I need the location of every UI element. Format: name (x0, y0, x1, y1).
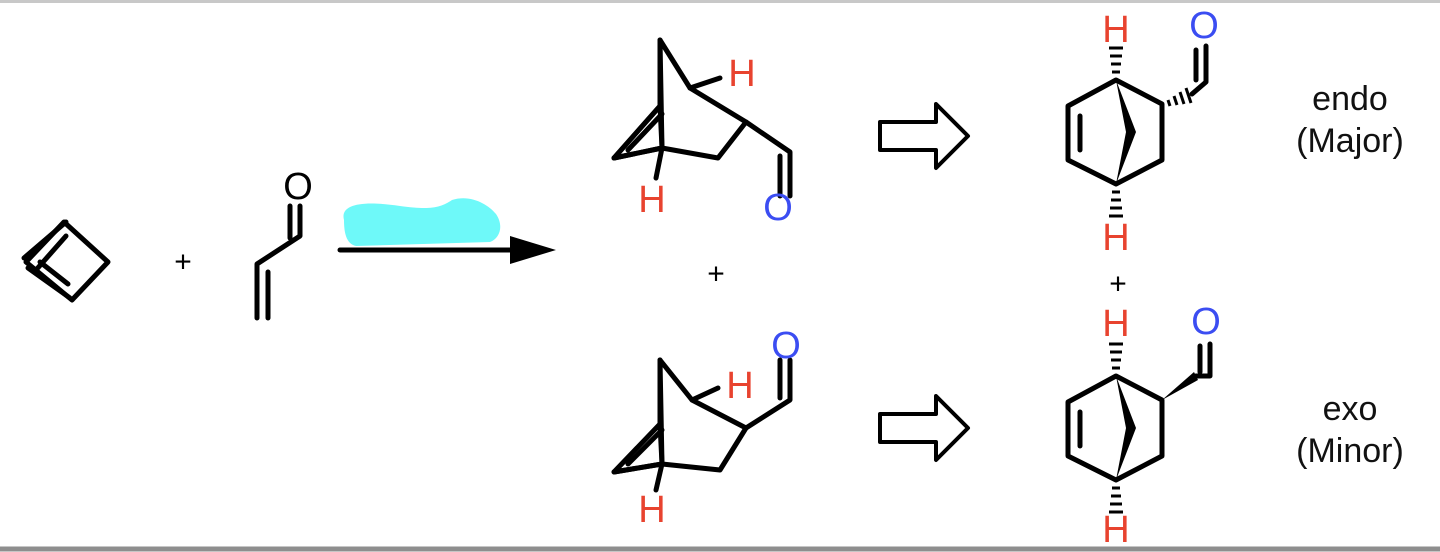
endo-caption-name: endo (1312, 80, 1388, 118)
exo-bridge-wedge (1116, 376, 1136, 480)
exo-bottom-hash (1109, 486, 1123, 514)
exo-bridgehead-h: H (726, 365, 753, 407)
endo-bridgehead-h2: H (638, 179, 665, 221)
product-endo-stereo: H H O (1065, 5, 1219, 259)
exo-caption-label: (Minor) (1296, 432, 1404, 470)
open-arrow-top (878, 102, 970, 170)
open-arrow-bottom (878, 394, 970, 462)
plus-sign-products-left: + (707, 258, 725, 291)
reaction-arrow-group (337, 198, 556, 264)
exo-stereo-oxygen: O (1191, 301, 1221, 343)
plus-sign-products-right: + (1109, 268, 1127, 301)
endo-stereo-bottom-h: H (1102, 217, 1129, 259)
acrolein: O (254, 166, 313, 321)
product-exo-stereo: H H O (1065, 301, 1221, 551)
exo-oxygen: O (771, 325, 801, 367)
acrolein-oxygen: O (283, 166, 313, 208)
endo-bridgehead-h: H (728, 53, 755, 95)
exo-stereo-bottom-h: H (1102, 509, 1129, 551)
exo-bridgehead-h2: H (638, 489, 665, 531)
exo-cho-wedge (1162, 372, 1198, 400)
endo-bridge-wedge (1116, 80, 1136, 184)
endo-oxygen: O (763, 187, 793, 229)
exo-caption-name: exo (1323, 390, 1378, 428)
endo-stereo-oxygen: O (1189, 5, 1219, 47)
endo-top-hash (1109, 46, 1123, 74)
endo-bottom-hash (1109, 190, 1123, 218)
endo-caption-label: (Major) (1296, 122, 1404, 160)
exo-stereo-top-h: H (1102, 303, 1129, 345)
plus-sign-reactants: + (174, 246, 192, 279)
product-endo-perspective: H H O (611, 37, 793, 229)
product-exo-perspective: H H O (611, 325, 801, 531)
catalyst-blob-redaction (343, 198, 501, 246)
endo-cho-hash (1166, 87, 1193, 107)
endo-stereo-top-h: H (1102, 9, 1129, 51)
exo-top-hash (1109, 342, 1123, 370)
reaction-arrow-head (510, 236, 556, 264)
cyclopentadiene (21, 219, 111, 303)
